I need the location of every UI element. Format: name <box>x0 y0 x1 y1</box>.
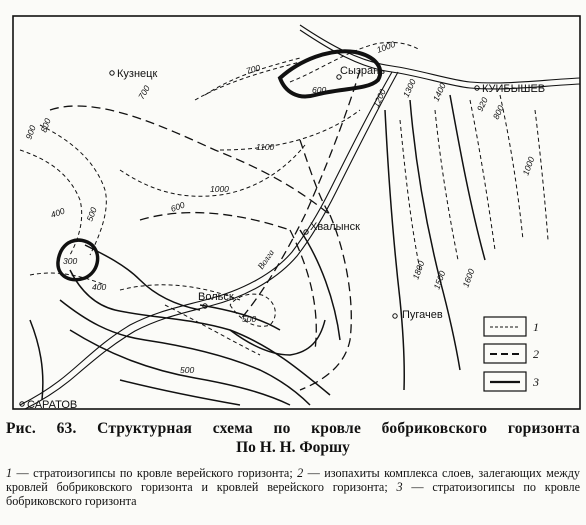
figure-caption: Рис. 63. Структурная схема по кровле боб… <box>6 420 580 508</box>
map-frame <box>12 15 581 410</box>
river-label: Волга <box>255 247 276 271</box>
city-khvalynsk: Хвалынск <box>310 221 360 233</box>
volga-river <box>19 24 581 410</box>
iso-label: 1400 <box>431 81 448 103</box>
dome-300 <box>56 238 100 282</box>
city-volsk: Вольск <box>198 291 234 303</box>
iso-label: 1100 <box>256 142 275 152</box>
city-marker-pugachev <box>392 313 398 319</box>
legend-desc-2: — изопахиты комплекса слоев, залегающих … <box>6 466 581 494</box>
city-kuznetsk: Кузнецк <box>117 68 157 80</box>
city-kuibyshev: КУИБЫШЕВ <box>482 83 545 95</box>
structural-map: Волга <box>12 15 581 411</box>
iso-label: 1800 <box>410 259 426 280</box>
legend-swatch-2 <box>483 343 527 364</box>
legend-description: 1 — стратоизогипсы по кровле верейского … <box>6 466 580 508</box>
iso-label: 1200 <box>371 87 388 109</box>
city-marker-volsk <box>202 303 208 309</box>
syzran-structure <box>277 49 383 99</box>
iso-label: 500 <box>84 206 98 223</box>
iso-label: 1000 <box>210 184 229 194</box>
city-syzran: Сызрань <box>340 65 385 77</box>
iso-label: 1600 <box>460 267 476 288</box>
legend-desc-3: — стратоизогипсы по кровле бобриковского… <box>6 480 580 508</box>
iso-label: 1300 <box>401 77 418 99</box>
iso-label: 400 <box>92 282 106 292</box>
city-saratov: САРАТОВ <box>27 399 77 411</box>
city-marker-khvalynsk <box>303 229 309 235</box>
iso-label: 400 <box>49 206 66 220</box>
legend-num-3: 3 <box>532 375 539 389</box>
iso-label: 300 <box>63 256 77 266</box>
isohypses-verey <box>19 41 549 356</box>
legend-swatch-3 <box>483 371 527 392</box>
legend-desc-num-1: 1 <box>6 466 13 480</box>
iso-label: 500 <box>242 314 256 324</box>
isopachs <box>49 69 361 391</box>
iso-label: 600 <box>312 85 326 95</box>
iso-label: 500 <box>180 365 194 375</box>
city-marker-saratov <box>19 401 25 407</box>
figure-subtitle: По Н. Н. Форшу <box>236 439 350 456</box>
iso-label: 1000 <box>375 39 396 55</box>
isoline-labels: 700 1000 600 1200 1300 1400 920 800 1100… <box>23 39 536 375</box>
iso-label: 700 <box>136 83 152 101</box>
legend-desc-num-2: 2 <box>297 466 304 480</box>
iso-label: 600 <box>169 200 186 214</box>
cities: Кузнецк Сызрань КУИБЫШЕВ Хвалынск Вольск… <box>19 65 545 411</box>
iso-label: 1500 <box>431 269 447 290</box>
iso-label: 920 <box>475 96 490 113</box>
iso-label: 800 <box>491 104 506 121</box>
legend-desc-num-3: 3 <box>396 480 403 494</box>
figure-title: Рис. 63. Структурная схема по кровле боб… <box>6 420 580 437</box>
legend-desc-1: — стратоизогипсы по кровле верейского го… <box>12 466 298 480</box>
legend-num-2: 2 <box>533 347 539 361</box>
iso-label: 700 <box>245 63 262 76</box>
city-pugachev: Пугачев <box>402 309 443 321</box>
isohypses-bobrikov <box>29 94 486 406</box>
city-marker-kuibyshev <box>474 85 480 91</box>
iso-label: 1000 <box>520 155 536 176</box>
legend-num-1: 1 <box>533 320 539 334</box>
city-marker-kuznetsk <box>109 70 115 76</box>
legend-swatch-1 <box>483 316 527 337</box>
iso-label: 800 <box>38 117 52 134</box>
legend: 1 2 3 <box>483 316 539 392</box>
city-marker-syzran <box>336 74 342 80</box>
iso-label: 900 <box>23 124 37 141</box>
